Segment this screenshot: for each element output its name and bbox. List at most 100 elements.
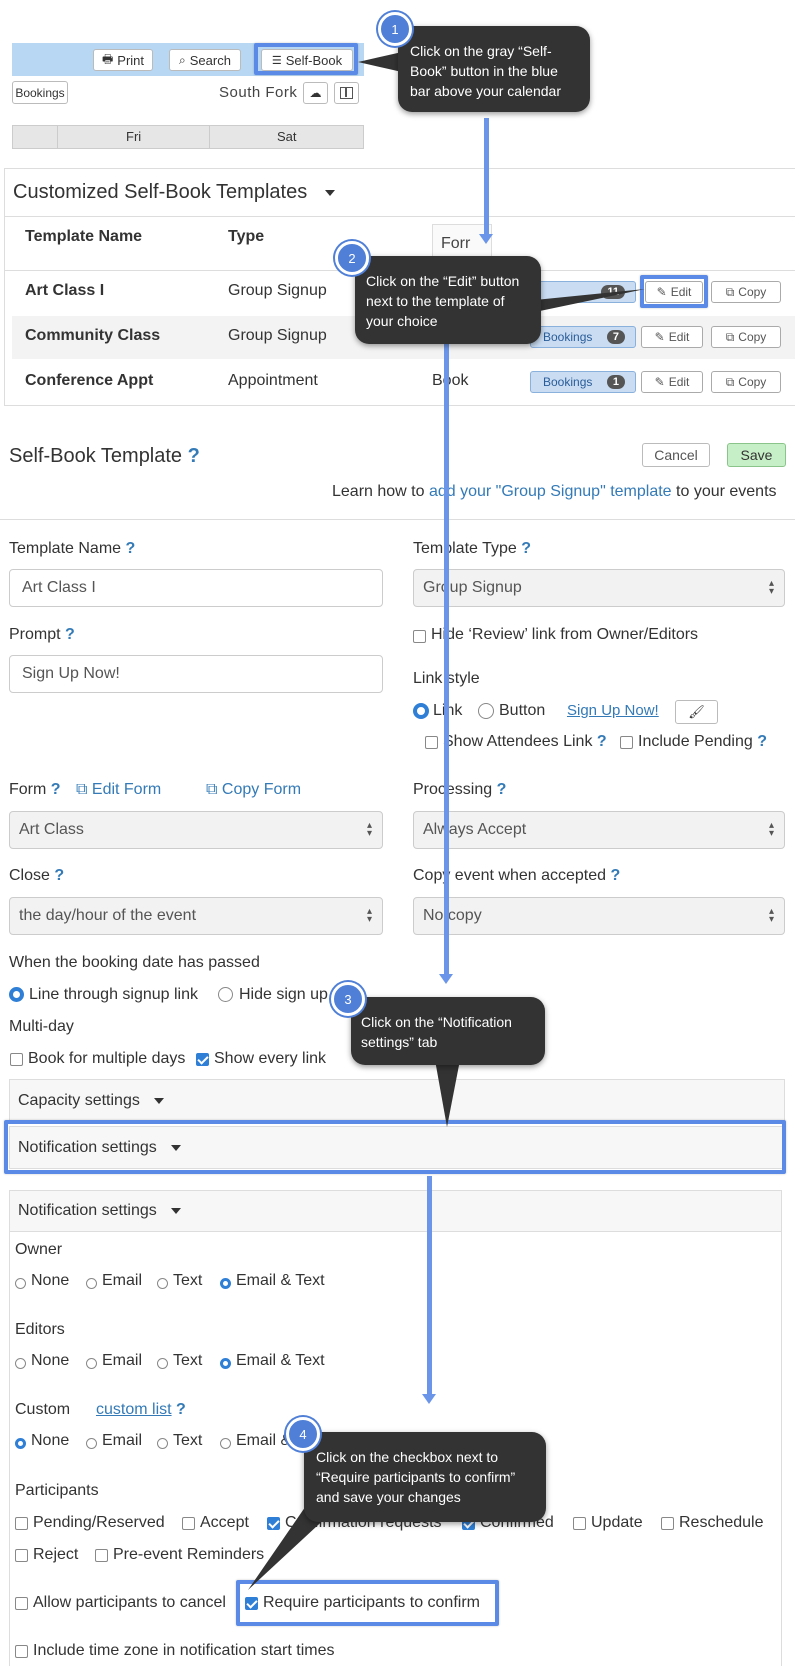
copy-button[interactable]: ⧉Copy bbox=[711, 281, 781, 303]
help-icon[interactable]: ? bbox=[187, 445, 200, 467]
copy-button[interactable]: ⧉Copy bbox=[711, 371, 781, 393]
editors-text-radio[interactable] bbox=[157, 1358, 168, 1369]
link-style-button-radio[interactable] bbox=[478, 703, 494, 719]
processing-label: Processing ? bbox=[413, 781, 507, 798]
cloud-upload-button[interactable]: ☁ bbox=[303, 82, 328, 104]
accept-checkbox[interactable] bbox=[182, 1517, 195, 1530]
custom-email-text-radio[interactable] bbox=[220, 1438, 231, 1449]
select-arrows-icon: ▴▾ bbox=[768, 820, 774, 839]
owner-email-text-radio[interactable] bbox=[220, 1278, 231, 1289]
help-icon[interactable]: ? bbox=[757, 733, 767, 750]
show-attendees-checkbox[interactable] bbox=[425, 736, 438, 749]
show-every-checkbox[interactable] bbox=[196, 1053, 209, 1066]
templates-panel-title[interactable]: Customized Self-Book Templates bbox=[13, 181, 336, 204]
editor-title: Self-Book Template ? bbox=[9, 445, 200, 467]
callout-3-badge: 3 bbox=[331, 982, 365, 1016]
close-select[interactable]: the day/hour of the event▴▾ bbox=[9, 897, 383, 935]
pre-event-checkbox[interactable] bbox=[95, 1549, 108, 1562]
confirmation-requests-checkbox[interactable] bbox=[267, 1517, 280, 1530]
custom-text-radio[interactable] bbox=[157, 1438, 168, 1449]
hide-review-checkbox[interactable] bbox=[413, 630, 426, 643]
notification-settings-tab[interactable]: Notification settings bbox=[9, 1126, 785, 1169]
copy-event-select[interactable]: No copy▴▾ bbox=[413, 897, 785, 935]
copy-form-link[interactable]: ⧉ Copy Form bbox=[206, 781, 302, 798]
print-button[interactable]: 🖶Print bbox=[93, 49, 153, 71]
show-attendees-label: Show Attendees Link ? bbox=[443, 733, 607, 750]
owner-email-radio[interactable] bbox=[86, 1278, 97, 1289]
capacity-settings-tab[interactable]: Capacity settings bbox=[9, 1079, 785, 1122]
search-button[interactable]: ⌕Search bbox=[169, 49, 241, 71]
callout-1: Click on the gray “Self-Book” button in … bbox=[398, 26, 590, 112]
edit-button[interactable]: ✎Edit bbox=[645, 281, 703, 303]
help-icon[interactable]: ? bbox=[54, 867, 65, 884]
link-style-link-radio[interactable] bbox=[413, 703, 429, 719]
custom-none-radio[interactable] bbox=[15, 1438, 26, 1449]
help-icon[interactable]: ? bbox=[610, 867, 621, 884]
copy-button[interactable]: ⧉Copy bbox=[711, 326, 781, 348]
help-icon[interactable]: ? bbox=[521, 540, 531, 557]
columns-toggle-button[interactable] bbox=[334, 82, 359, 104]
update-checkbox[interactable] bbox=[573, 1517, 586, 1530]
template-type-select[interactable]: Group Signup▴▾ bbox=[413, 569, 785, 607]
allow-cancel-checkbox[interactable] bbox=[15, 1597, 28, 1610]
edit-form-link[interactable]: ⧉ Edit Form bbox=[76, 781, 162, 798]
edit-button[interactable]: ✎Edit bbox=[641, 371, 703, 393]
template-row-name: Conference Appt bbox=[25, 372, 154, 389]
signup-preview-link[interactable]: Sign Up Now! bbox=[567, 702, 659, 719]
line-through-radio[interactable] bbox=[9, 987, 24, 1002]
columns-icon bbox=[340, 87, 353, 99]
external-link-icon: ⧉ bbox=[76, 781, 88, 798]
editors-email-text-radio[interactable] bbox=[220, 1358, 231, 1369]
owner-text-radio[interactable] bbox=[157, 1278, 168, 1289]
cancel-button[interactable]: Cancel bbox=[642, 443, 710, 467]
chevron-down-icon bbox=[170, 1208, 181, 1214]
help-icon[interactable]: ? bbox=[496, 781, 507, 798]
editors-email-radio[interactable] bbox=[86, 1358, 97, 1369]
learn-how-link[interactable]: add your "Group Signup" template bbox=[428, 483, 672, 500]
pending-checkbox[interactable] bbox=[15, 1517, 28, 1530]
col-header-template-name: Template Name bbox=[25, 228, 143, 245]
owner-none-radio[interactable] bbox=[15, 1278, 26, 1289]
help-icon[interactable]: ? bbox=[176, 1401, 186, 1418]
self-book-button[interactable]: ☰Self-Book bbox=[261, 49, 353, 71]
copy-icon: ⧉ bbox=[206, 781, 218, 798]
require-confirm-label: Require participants to confirm bbox=[263, 1594, 480, 1611]
bookings-badge[interactable]: 11 bbox=[530, 281, 636, 303]
pre-event-label: Pre-event Reminders bbox=[113, 1546, 265, 1563]
reject-checkbox[interactable] bbox=[15, 1549, 28, 1562]
callout-1-badge: 1 bbox=[378, 12, 412, 46]
prompt-input[interactable]: Sign Up Now! bbox=[9, 655, 383, 693]
help-icon[interactable]: ? bbox=[50, 781, 61, 798]
include-tz-checkbox[interactable] bbox=[15, 1645, 28, 1658]
edit-button[interactable]: ✎Edit bbox=[641, 326, 703, 348]
help-icon[interactable]: ? bbox=[125, 540, 136, 557]
select-arrows-icon: ▴▾ bbox=[768, 578, 774, 597]
hide-signup-label: Hide sign up bbox=[239, 986, 328, 1003]
book-multiple-checkbox[interactable] bbox=[10, 1053, 23, 1066]
copy-icon: ⧉ bbox=[725, 284, 735, 299]
hide-signup-radio[interactable] bbox=[218, 987, 233, 1002]
templates-panel bbox=[4, 168, 795, 406]
reschedule-label: Reschedule bbox=[679, 1514, 764, 1531]
style-brush-button[interactable]: 🖌 bbox=[675, 700, 718, 724]
help-icon[interactable]: ? bbox=[596, 733, 607, 750]
template-name-input[interactable]: Art Class I bbox=[9, 569, 383, 607]
form-select[interactable]: Art Class▴▾ bbox=[9, 811, 383, 849]
require-confirm-checkbox[interactable] bbox=[245, 1597, 258, 1610]
select-arrows-icon: ▴▾ bbox=[366, 820, 372, 839]
include-pending-checkbox[interactable] bbox=[620, 736, 633, 749]
processing-select[interactable]: Always Accept▴▾ bbox=[413, 811, 785, 849]
save-button[interactable]: Save bbox=[727, 443, 786, 467]
callout-3: Click on the “Notification settings” tab bbox=[351, 997, 545, 1065]
notification-panel-header[interactable]: Notification settings bbox=[9, 1190, 782, 1232]
help-icon[interactable]: ? bbox=[65, 626, 75, 643]
list-icon: ☰ bbox=[271, 54, 282, 67]
editors-none-radio[interactable] bbox=[15, 1358, 26, 1369]
chevron-down-icon bbox=[170, 1144, 181, 1151]
edit-icon: ✎ bbox=[654, 375, 665, 389]
reschedule-checkbox[interactable] bbox=[661, 1517, 674, 1530]
bookings-button[interactable]: Bookings bbox=[12, 81, 68, 104]
custom-email-radio[interactable] bbox=[86, 1438, 97, 1449]
